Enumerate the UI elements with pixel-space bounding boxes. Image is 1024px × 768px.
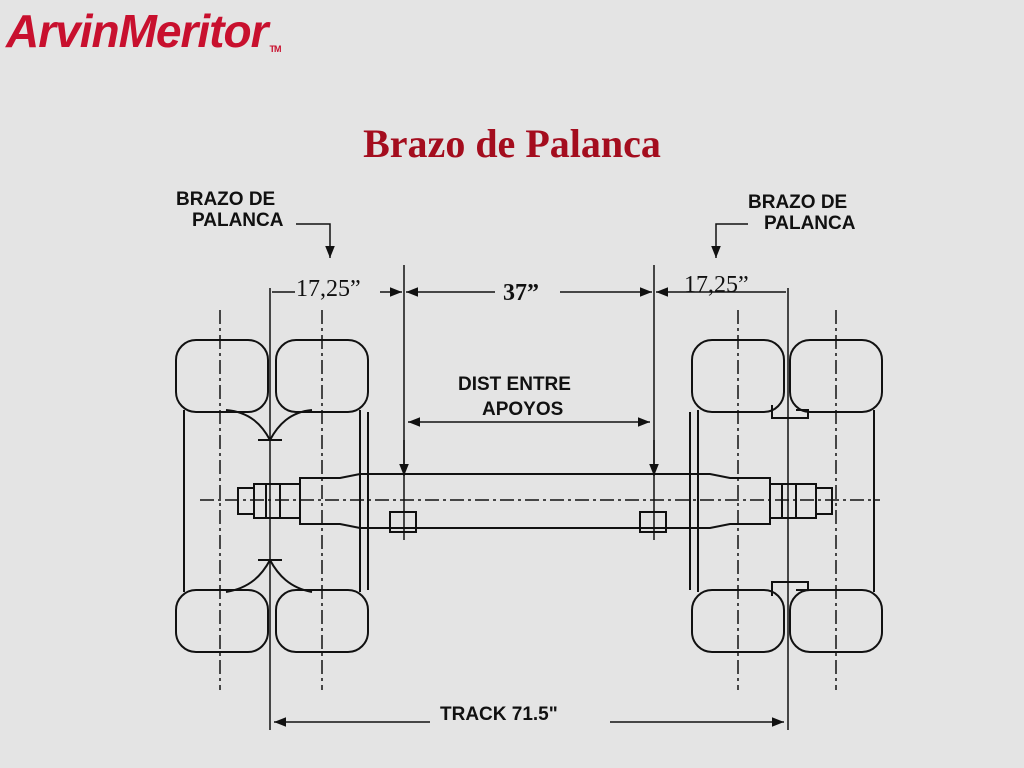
page-title: Brazo de Palanca [363,121,661,166]
logo-text: ArvinMeritor [6,5,268,57]
left-arm-label-line2: PALANCA [192,210,284,231]
center-label-line2: APOYOS [482,399,563,420]
left-arm-label-line1: BRAZO DE [176,189,275,210]
left-wheel-assembly [175,339,369,653]
right-arm-label-line2: PALANCA [764,213,856,234]
center-dimension: 37” [503,280,539,306]
right-arm-label-line1: BRAZO DE [748,192,847,213]
right-dimension: 17,25” [684,272,749,298]
centerlines [200,310,880,690]
right-wheel-assembly [689,339,883,653]
center-label-line1: DIST ENTRE [458,374,571,395]
trademark: TM [269,44,281,54]
axle-beam [237,473,833,533]
track-label: TRACK 71.5" [440,704,558,725]
left-dimension: 17,25” [296,276,361,302]
